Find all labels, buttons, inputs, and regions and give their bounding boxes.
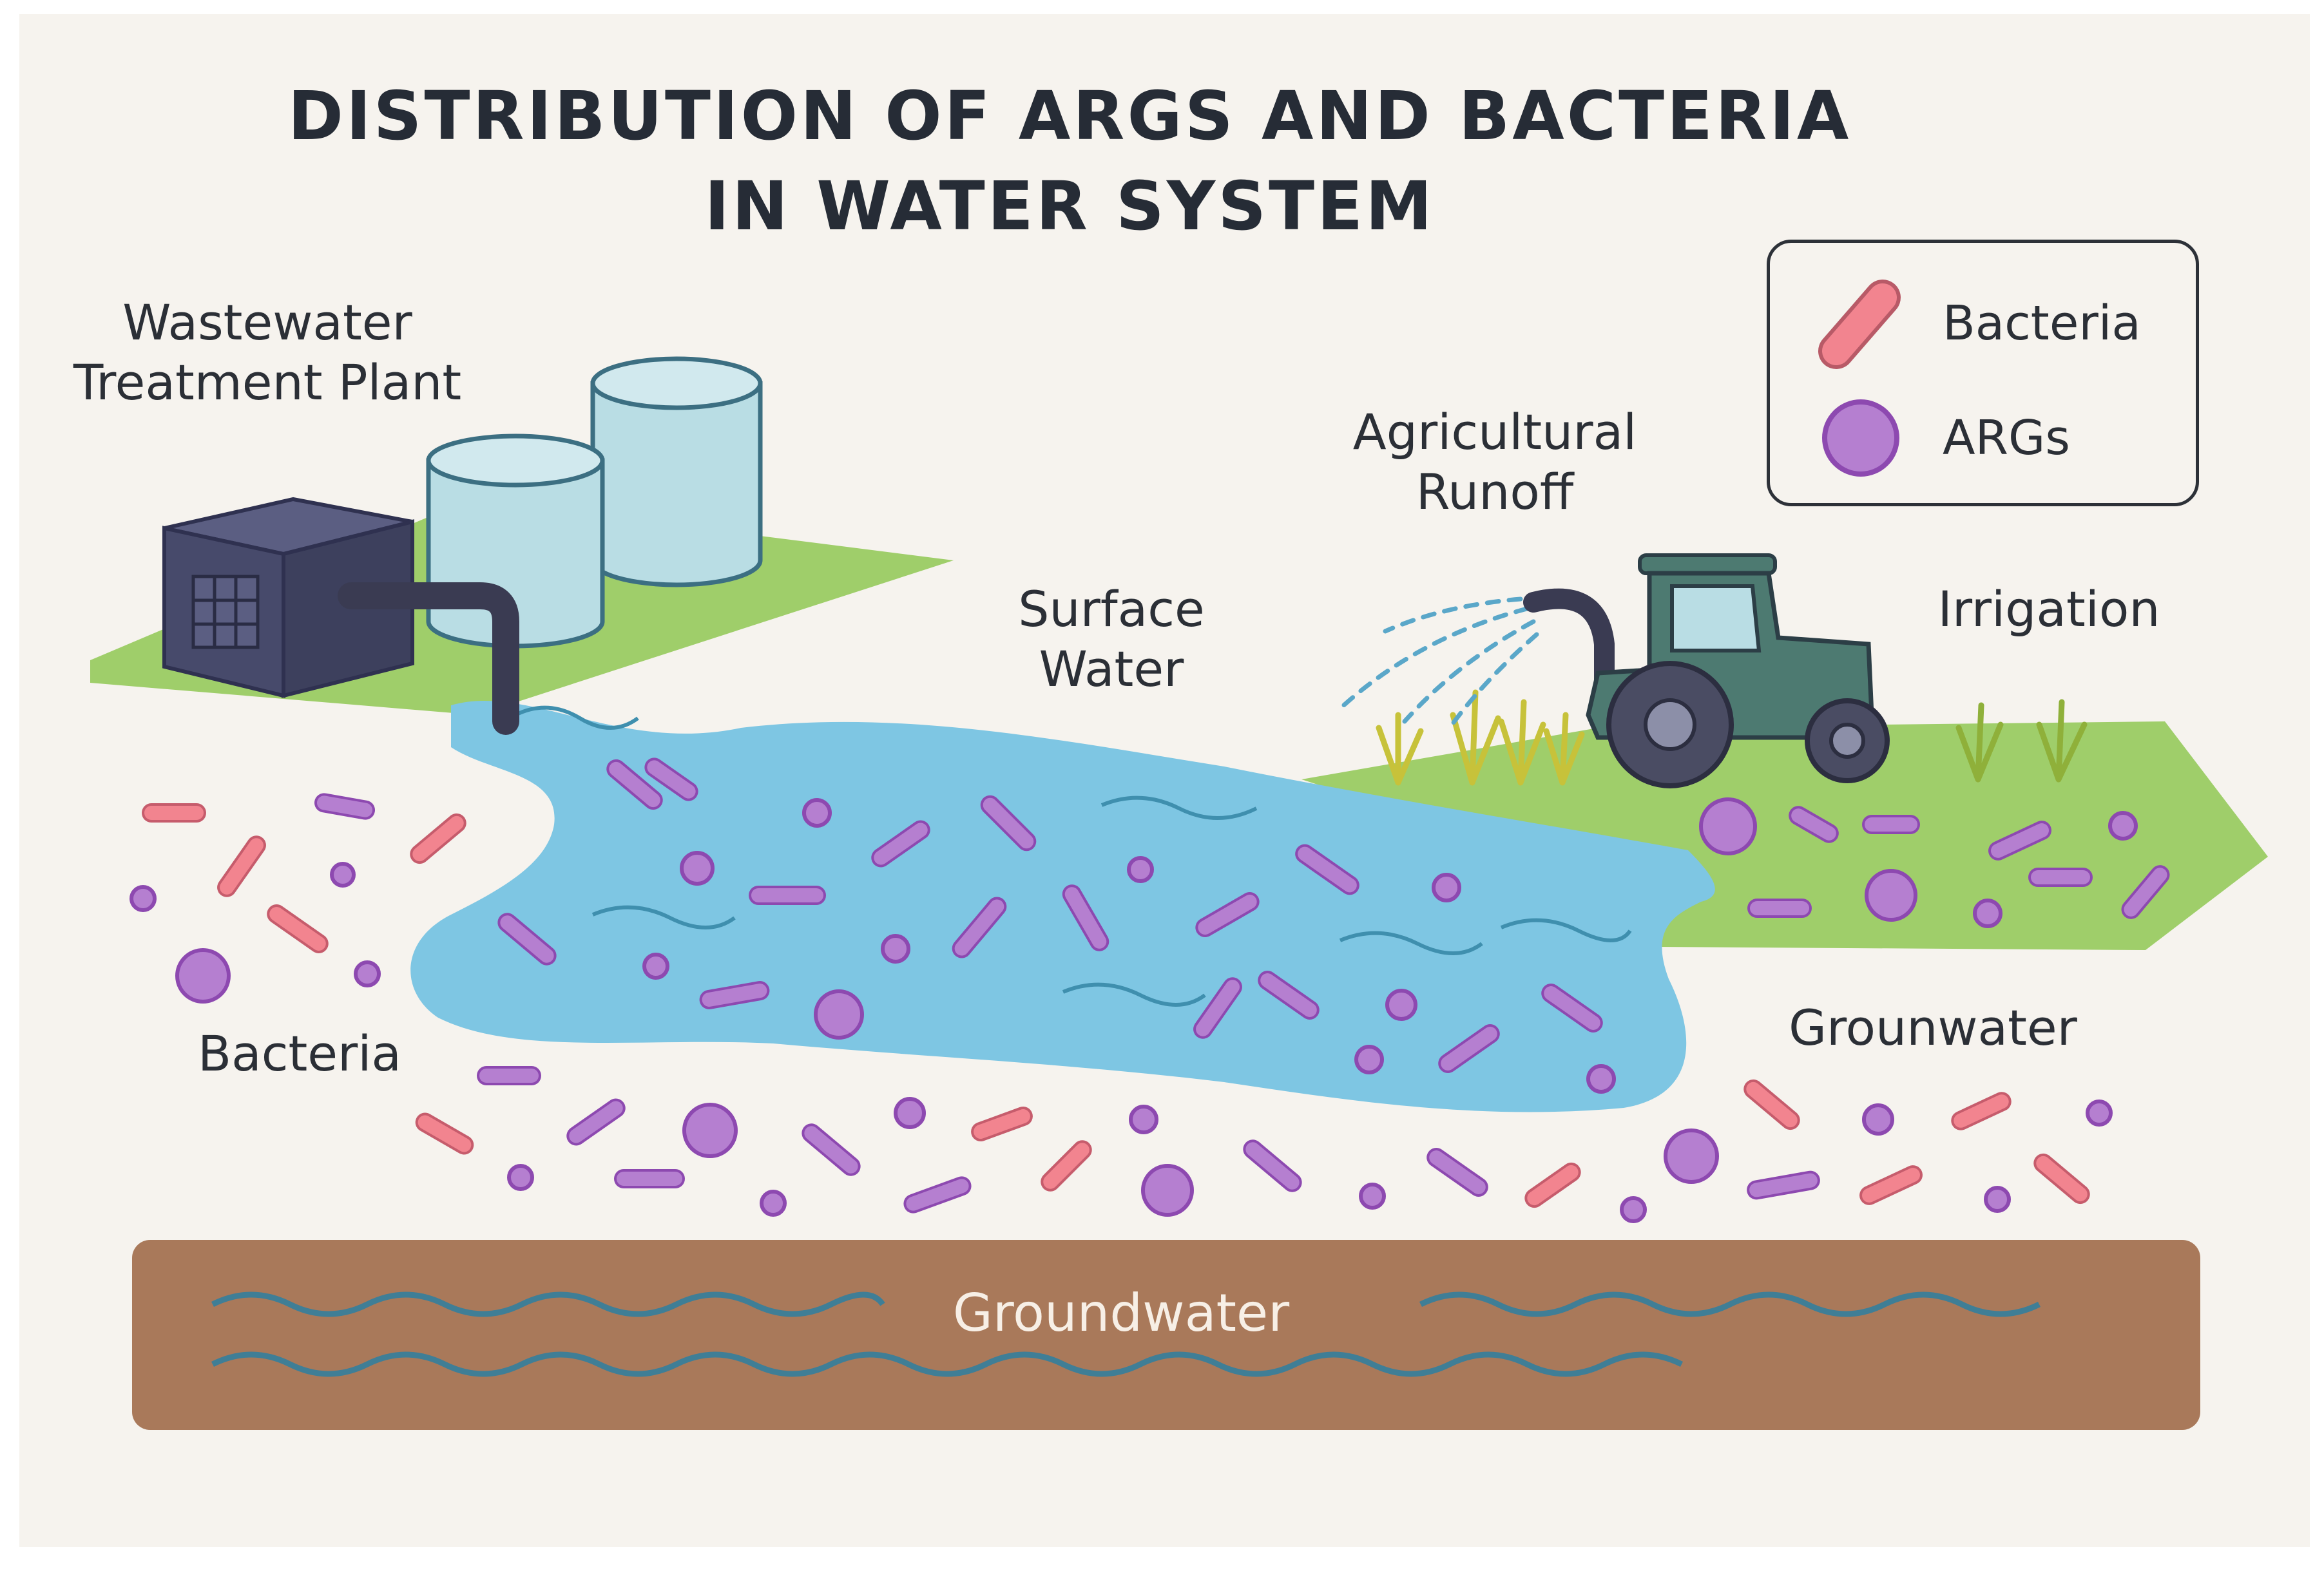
bacteria-rod-icon: [1862, 1168, 1920, 1203]
args-circle-icon: [682, 1103, 738, 1158]
water-ripples: [514, 705, 1632, 1007]
args-circle-icon: [1973, 899, 2002, 928]
args-rod-icon: [1260, 973, 1317, 1017]
label-surface-water: Surface Water: [934, 580, 1289, 699]
bacteria-rod-icon: [1527, 1165, 1579, 1206]
args-rod-icon: [647, 760, 696, 799]
args-circle-icon: [642, 953, 669, 980]
legend-icons: [1818, 280, 1901, 477]
bacteria-rod-icon: [269, 907, 326, 951]
crops-icon: [1376, 689, 2088, 786]
args-rod-icon: [1196, 980, 1240, 1036]
bacteria-rod-icon: [412, 815, 464, 862]
bacteria-rod-icon: [1954, 1094, 2009, 1128]
bacteria-rod-icon: [1746, 1081, 1798, 1128]
args-circle-icon: [814, 989, 864, 1040]
args-circle-icon: [330, 862, 356, 888]
args-rod-icon: [1791, 808, 1836, 841]
args-rod-icon: [1429, 1150, 1486, 1194]
args-circle-icon: [2108, 811, 2138, 841]
args-circle-icon: [507, 1164, 534, 1191]
legend-bacteria-label: Bacteria: [1943, 296, 2141, 351]
label-bacteria: Bacteria: [198, 1025, 401, 1082]
args-circle-icon: [130, 885, 157, 912]
particles-group: [130, 757, 2170, 1223]
args-circle-icon: [1620, 1196, 1647, 1223]
bacteria-rod-icon: [2036, 1156, 2088, 1202]
legend: Bacteria ARGs: [1767, 240, 2199, 506]
args-circle-icon: [1865, 869, 1917, 922]
args-rod-icon: [316, 795, 373, 817]
args-circle-icon: [802, 798, 832, 828]
args-circle-icon: [1141, 1164, 1194, 1217]
args-circle-icon: [1699, 797, 1757, 855]
args-rod-icon: [609, 761, 660, 808]
args-circle-icon: [1984, 1186, 2011, 1213]
args-rod-icon: [874, 823, 928, 865]
title-line-1: DISTRIBUTION OF ARGS AND BACTERIA: [287, 77, 1852, 155]
args-circle-icon: [894, 1097, 926, 1129]
args-rod-icon: [1749, 1173, 1818, 1197]
groundwater-band: [132, 1240, 2200, 1430]
agri-grass: [1301, 721, 2268, 950]
args-rod-icon: [702, 984, 767, 1007]
args-rod-icon: [804, 1126, 858, 1174]
title-line-2: IN WATER SYSTEM: [704, 167, 1435, 246]
args-rod-icon: [983, 797, 1034, 849]
args-rod-icon: [500, 915, 554, 963]
bacteria-rod-icon: [974, 1109, 1030, 1139]
args-rod-icon: [2124, 868, 2167, 917]
args-circle-icon: [1586, 1064, 1616, 1094]
label-agricultural-runoff: Agricultural Runoff: [1308, 403, 1682, 522]
treatment-plant-icon: [162, 356, 763, 735]
args-circle-icon: [1129, 1105, 1158, 1134]
args-rod-icon: [569, 1101, 623, 1143]
label-grounwater: Grounwater: [1789, 999, 2077, 1056]
surface-line-1: Surface: [1018, 580, 1205, 638]
args-circle-icon: [1432, 873, 1461, 902]
args-circle-icon: [1359, 1183, 1386, 1210]
args-circle-icon: [1664, 1128, 1719, 1184]
args-rod-icon: [1245, 1142, 1300, 1190]
args-circle-icon: [354, 960, 381, 987]
legend-args-label: ARGs: [1943, 410, 2070, 466]
label-groundwater-band: Groundwater: [952, 1283, 1290, 1343]
label-irrigation: Irrigation: [1937, 580, 2160, 638]
tractor-icon: [1338, 553, 1890, 788]
agri-line-2: Runoff: [1416, 462, 1574, 520]
legend-args-icon: [1822, 399, 1899, 477]
args-rod-icon: [954, 899, 1004, 956]
args-circle-icon: [175, 948, 231, 1004]
args-circle-icon: [881, 934, 910, 964]
wwtp-line-2: Treatment Plant: [73, 353, 462, 411]
diagram-title: DISTRIBUTION OF ARGS AND BACTERIA IN WAT…: [180, 71, 1959, 252]
args-rod-icon: [1298, 846, 1357, 893]
args-rod-icon: [1441, 1027, 1497, 1071]
args-circle-icon: [1354, 1045, 1384, 1074]
args-circle-icon: [680, 851, 715, 886]
args-circle-icon: [760, 1190, 787, 1217]
bacteria-rod-icon: [418, 1115, 472, 1152]
args-rod-icon: [1064, 887, 1107, 949]
bacteria-rod-icon: [1043, 1143, 1090, 1189]
args-circle-icon: [1385, 989, 1417, 1021]
wwtp-line-1: Wastewater: [122, 294, 412, 351]
args-rod-icon: [1544, 986, 1600, 1030]
surface-line-2: Water: [1039, 640, 1184, 698]
args-circle-icon: [1127, 856, 1154, 883]
args-circle-icon: [2086, 1100, 2113, 1127]
args-rod-icon: [1198, 895, 1257, 935]
args-circle-icon: [1862, 1103, 1894, 1136]
label-wastewater-treatment-plant: Wastewater Treatment Plant: [58, 293, 477, 412]
bacteria-rod-icon: [220, 838, 264, 895]
args-rod-icon: [1991, 823, 2049, 858]
agri-line-1: Agricultural: [1352, 403, 1637, 461]
args-rod-icon: [906, 1179, 969, 1211]
